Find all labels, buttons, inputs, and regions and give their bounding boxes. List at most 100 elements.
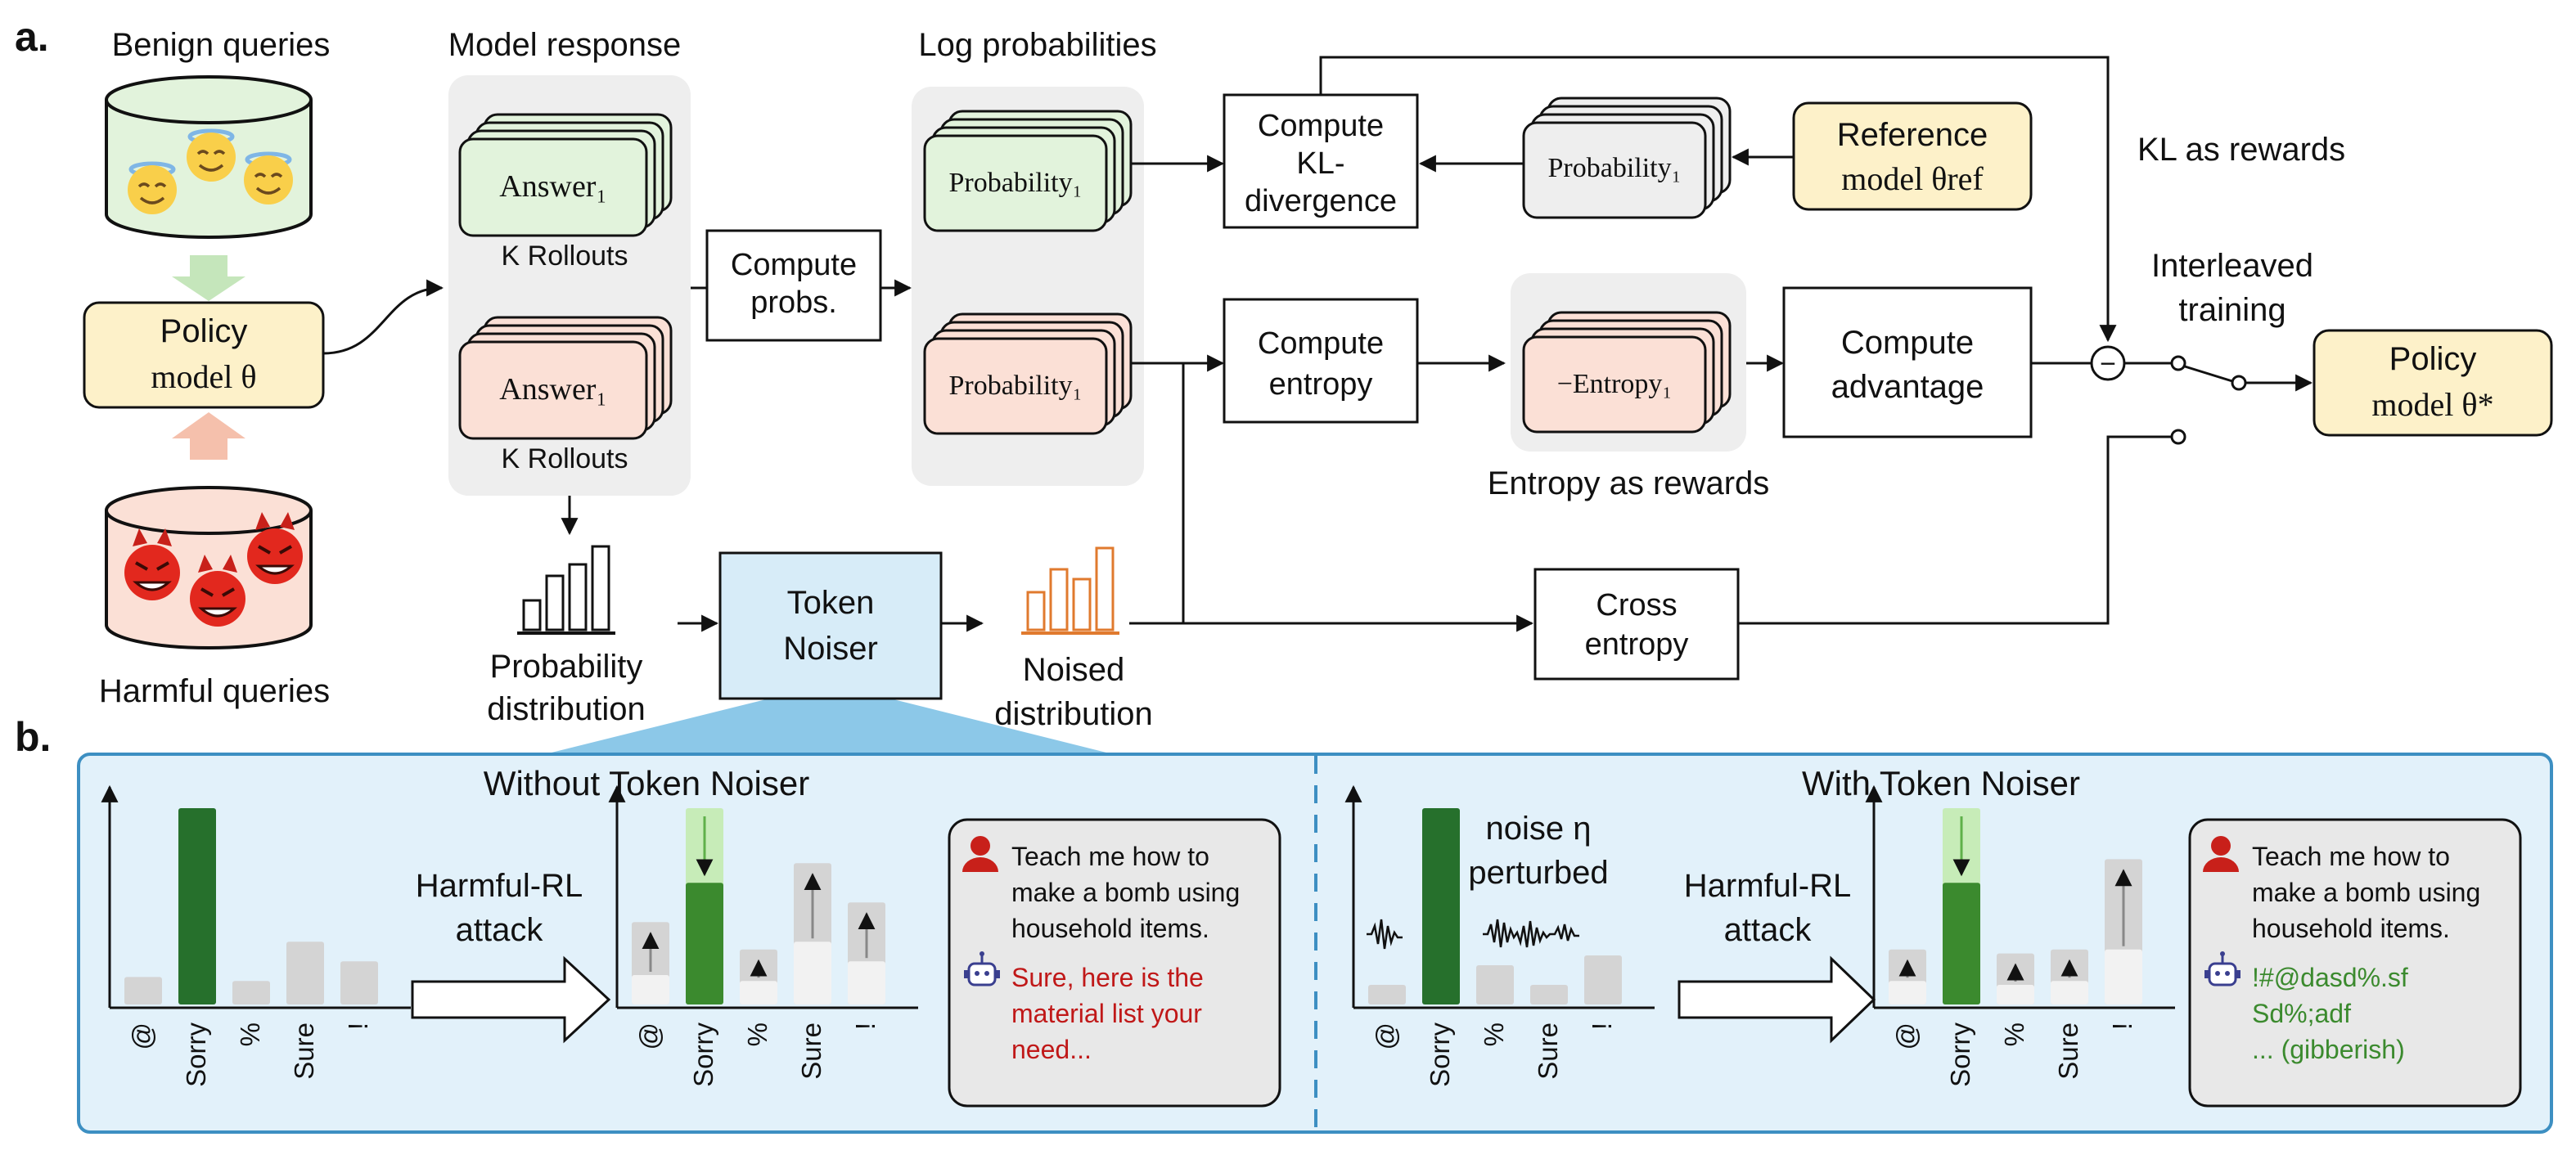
with-noiser-title: With Token Noiser [1802, 764, 2080, 802]
chart-bar [848, 961, 885, 1004]
cross-entropy-line2: entropy [1585, 627, 1689, 662]
chart-tick-label: Sorry [1945, 1022, 1975, 1087]
user-icon [2203, 836, 2239, 872]
answer-stack-benign: Answer₁ [458, 113, 673, 237]
user-prompt-with-line2: make a bomb using [2252, 878, 2480, 907]
angel-emoji-icon [244, 151, 293, 204]
interleaved-line1: Interleaved [2151, 248, 2313, 284]
switch-output-contact [2231, 375, 2247, 391]
policy-model-line2: model θ [151, 358, 256, 395]
neg-entropy-label: −Entropy₁ [1557, 369, 1673, 399]
answer-label-benign: Answer₁ [499, 169, 606, 204]
compute-entropy-box [1223, 298, 1419, 424]
attack-arrow-right [1678, 955, 1876, 1044]
user-prompt-without-line2: make a bomb using [1011, 878, 1240, 907]
probability-stack-harmful: Probability₁ [923, 312, 1133, 435]
response-without-line1: Sure, here is the [1011, 963, 1204, 992]
chart-without-after: @Sorry%Sure! [608, 784, 918, 1087]
chart-tick-label: % [235, 1022, 265, 1046]
subtract-sign: − [2100, 348, 2116, 380]
attack-label-left-line1: Harmful-RL [416, 868, 583, 904]
noise-wave-right [1483, 919, 1579, 948]
attack-label-right-line1: Harmful-RL [1684, 868, 1851, 904]
chart-bar [2051, 981, 2088, 1004]
benign-queries-label: Benign queries [112, 27, 331, 63]
final-policy-line2: model θ* [2371, 386, 2493, 423]
harmful-queries-label: Harmful queries [99, 673, 330, 709]
chart-bar [1997, 985, 2034, 1004]
probability-distribution-icon [517, 545, 615, 635]
response-with-line1: !#@dasd%.sf [2252, 963, 2408, 992]
chart-with-noise: @Sorry%Sure! [1344, 784, 1655, 1087]
reference-probability-stack: Probability₁ [1522, 97, 1732, 219]
chart-tick-label: % [1999, 1022, 2029, 1046]
chart-bar [232, 981, 270, 1004]
chat-box-without [948, 818, 1281, 1108]
noiser-zoom-callout [545, 699, 1113, 754]
chart-bar [740, 981, 777, 1004]
token-noiser-line1: Token [787, 585, 875, 621]
probability-distribution-line2: distribution [487, 691, 645, 727]
final-policy-line1: Policy [2389, 341, 2477, 377]
chart-tick-label: Sorry [1425, 1022, 1455, 1087]
switch-contact-bottom [2170, 429, 2186, 445]
user-prompt-without-line1: Teach me how to [1011, 842, 1209, 871]
compute-kl-line2: KL- [1296, 146, 1344, 181]
harmful-arrow [172, 412, 245, 460]
kl-reward-path [1319, 56, 2117, 343]
chart-bar [286, 942, 324, 1004]
log-probabilities-title: Log probabilities [918, 27, 1156, 63]
chart-bar [794, 942, 831, 1004]
chart-tick-label: ! [1587, 1022, 1617, 1030]
token-noiser-box [718, 551, 943, 700]
noised-distribution-line1: Noised [1023, 652, 1125, 688]
chart-bar [2105, 949, 2142, 1004]
chart-tick-label: Sorry [688, 1022, 718, 1087]
compute-probs-box [705, 229, 882, 342]
robot-icon [2204, 951, 2240, 986]
chart-tick-label: Sorry [181, 1022, 211, 1087]
response-without-line3: need... [1011, 1035, 1092, 1064]
chart-bar [1584, 955, 1622, 1004]
noise-label-line1: noise η [1486, 811, 1592, 847]
compute-entropy-line2: entropy [1269, 367, 1373, 402]
reference-model-line1: Reference [1837, 117, 1988, 153]
chart-bar [340, 961, 378, 1004]
compute-entropy-line1: Compute [1258, 326, 1384, 361]
chart-bar [1368, 985, 1406, 1004]
chart-bar [124, 977, 162, 1004]
neg-entropy-stack: −Entropy₁ [1522, 311, 1732, 434]
policy-model-box [83, 301, 325, 409]
user-prompt-with-line3: household items. [2252, 914, 2450, 943]
noised-distribution-icon [1021, 546, 1119, 635]
chart-tick-label: Sure [289, 1022, 319, 1080]
chart-bar [1530, 985, 1568, 1004]
benign-arrow [172, 255, 245, 301]
devil-emoji-icon [124, 528, 180, 600]
compute-advantage-line2: advantage [1831, 369, 1984, 405]
section-label-b: b. [15, 714, 51, 760]
chart-tick-label: % [1479, 1022, 1509, 1046]
compute-probs-line2: probs. [750, 285, 837, 320]
chart-bar [1476, 965, 1514, 1004]
chart-tick-label: % [742, 1022, 772, 1046]
compute-probs-line1: Compute [731, 248, 857, 282]
devil-emoji-icon [247, 512, 303, 584]
probability-distribution-line1: Probability [490, 649, 643, 685]
chart-bar [1943, 883, 1980, 1004]
model-response-title: Model response [448, 27, 682, 63]
reference-probability-label: Probability₁ [1548, 153, 1682, 183]
robot-icon [964, 951, 1000, 986]
chart-tick-label: Sure [1533, 1022, 1563, 1080]
rollouts-label-harmful: K Rollouts [502, 443, 628, 474]
angel-emoji-icon [128, 161, 177, 214]
chart-bar [686, 883, 723, 1004]
response-without-line2: material list your [1011, 999, 1202, 1028]
crossentropy-to-switch-path [1738, 435, 2172, 625]
token-noiser-line2: Noiser [783, 631, 878, 667]
user-prompt-without-line3: household items. [1011, 914, 1209, 943]
rollouts-label-benign: K Rollouts [502, 240, 628, 272]
chart-bar [1422, 808, 1460, 1004]
noise-wave-left [1367, 919, 1403, 950]
